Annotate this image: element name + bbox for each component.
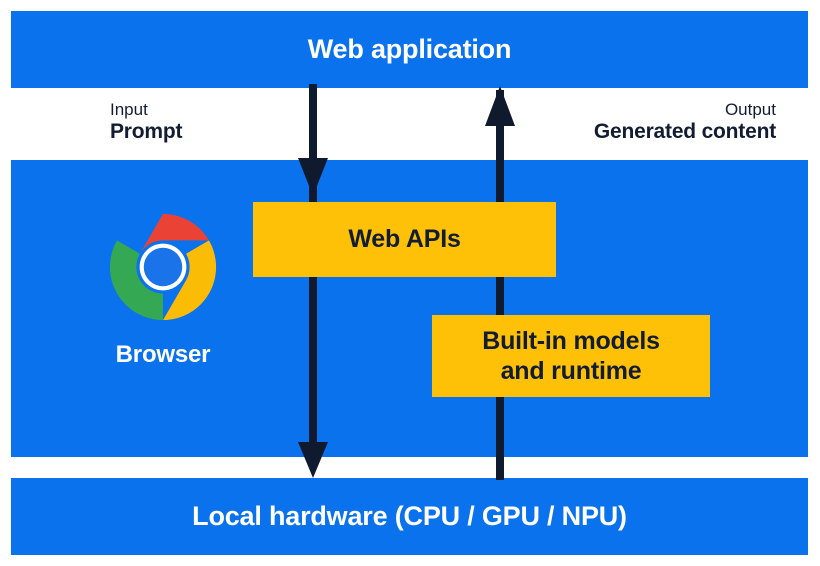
band-web-application: Web application	[11, 11, 808, 88]
chrome-logo-icon	[109, 213, 217, 321]
box-web-apis-label: Web APIs	[348, 225, 461, 253]
input-flow-kind: Input	[110, 100, 148, 119]
browser-identity-block: Browser	[73, 212, 253, 369]
box-builtin-models-label: Built-in models and runtime	[482, 326, 660, 387]
output-flow-kind: Output	[724, 100, 776, 119]
output-flow-value: Generated content	[593, 120, 776, 144]
box-web-apis: Web APIs	[253, 202, 556, 277]
input-flow-label: Input Prompt	[110, 100, 183, 145]
box-builtin-models-line1: Built-in models	[482, 326, 660, 355]
band-local-hardware-title: Local hardware (CPU / GPU / NPU)	[192, 501, 627, 531]
input-flow-value: Prompt	[110, 120, 183, 144]
browser-label: Browser	[115, 341, 211, 368]
box-builtin-models: Built-in models and runtime	[432, 315, 710, 397]
band-browser: Browser Web APIs Built-in models and run…	[11, 160, 808, 457]
output-flow-label: Output Generated content	[594, 100, 776, 145]
band-web-application-title: Web application	[307, 34, 512, 64]
box-builtin-models-line2: and runtime	[500, 357, 642, 385]
band-local-hardware: Local hardware (CPU / GPU / NPU)	[11, 478, 808, 555]
